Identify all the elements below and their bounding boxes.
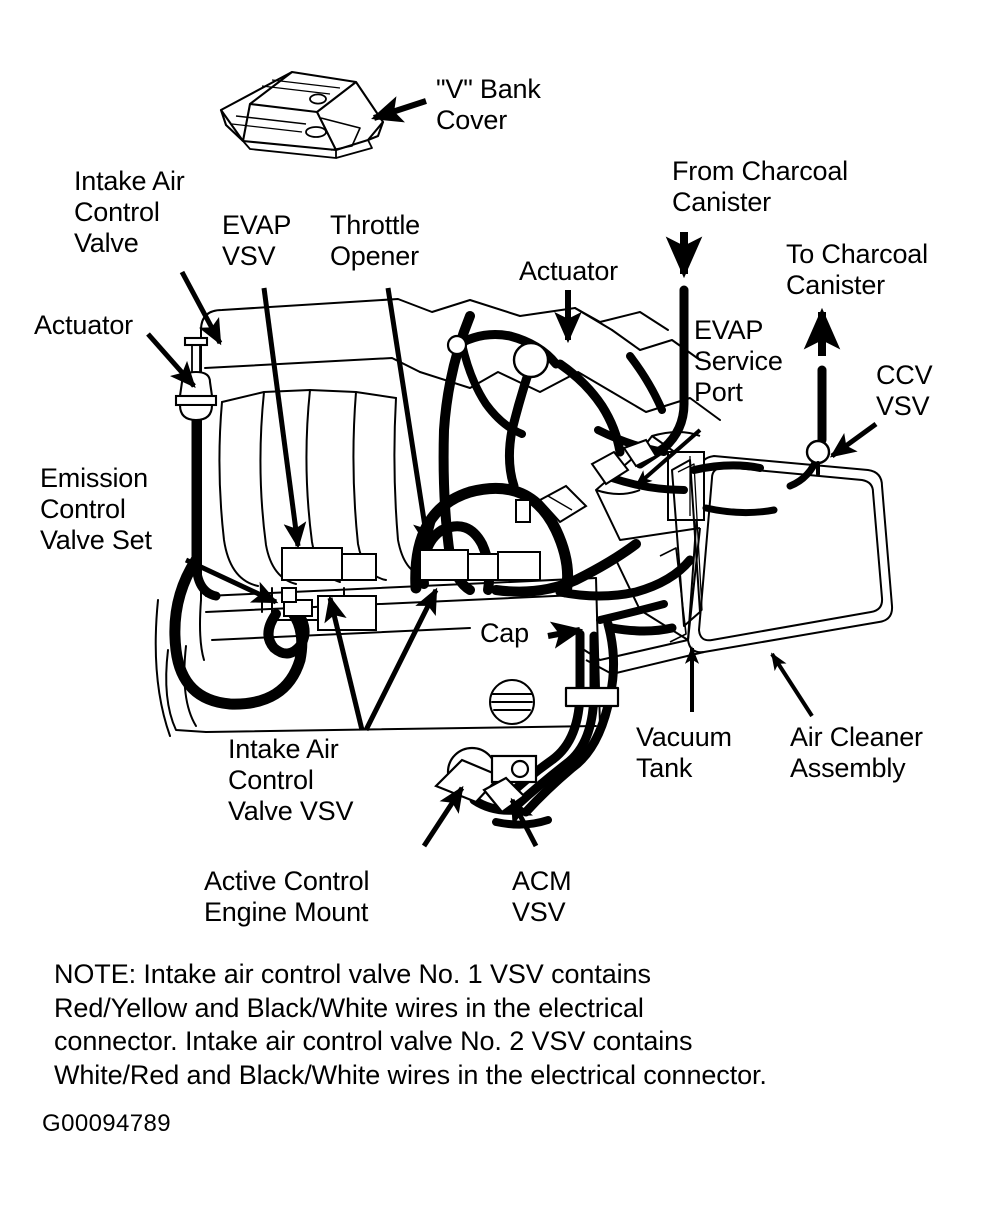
label-acm-vsv: ACM VSV	[512, 866, 572, 927]
label-evap-service-port: EVAP Service Port	[694, 315, 783, 407]
label-evap-vsv: EVAP VSV	[222, 210, 292, 271]
figure-note: NOTE: Intake air control valve No. 1 VSV…	[54, 959, 767, 1090]
label-air-cleaner-assembly: Air Cleaner Assembly	[790, 722, 923, 783]
label-actuator-left: Actuator	[34, 310, 133, 340]
label-intake-air-control-valve-vsv: Intake Air Control Valve VSV	[228, 734, 354, 826]
label-cap: Cap	[480, 618, 529, 648]
label-emission-control-valve-set: Emission Control Valve Set	[40, 463, 152, 555]
intake-air-control-actuator	[174, 336, 218, 422]
v-bank-cover-part	[219, 70, 385, 159]
figure-id-code: G00094789	[42, 1110, 172, 1137]
label-ccv-vsv: CCV VSV	[876, 360, 933, 421]
label-throttle-opener: Throttle Opener	[330, 210, 420, 271]
active-control-engine-mount	[434, 746, 538, 814]
label-intake-air-control-valve: Intake Air Control Valve	[74, 166, 185, 258]
label-v-bank-cover: "V" Bank Cover	[436, 74, 541, 135]
leader-lines	[146, 96, 878, 848]
label-actuator-center: Actuator	[519, 256, 618, 286]
label-from-charcoal-canister: From Charcoal Canister	[672, 156, 848, 217]
label-active-control-engine-mount: Active Control Engine Mount	[204, 866, 370, 927]
throttle-body-detail	[515, 438, 658, 524]
label-to-charcoal-canister: To Charcoal Canister	[786, 239, 928, 300]
label-vacuum-tank: Vacuum Tank	[636, 722, 732, 783]
vacuum-hoses	[169, 285, 831, 829]
